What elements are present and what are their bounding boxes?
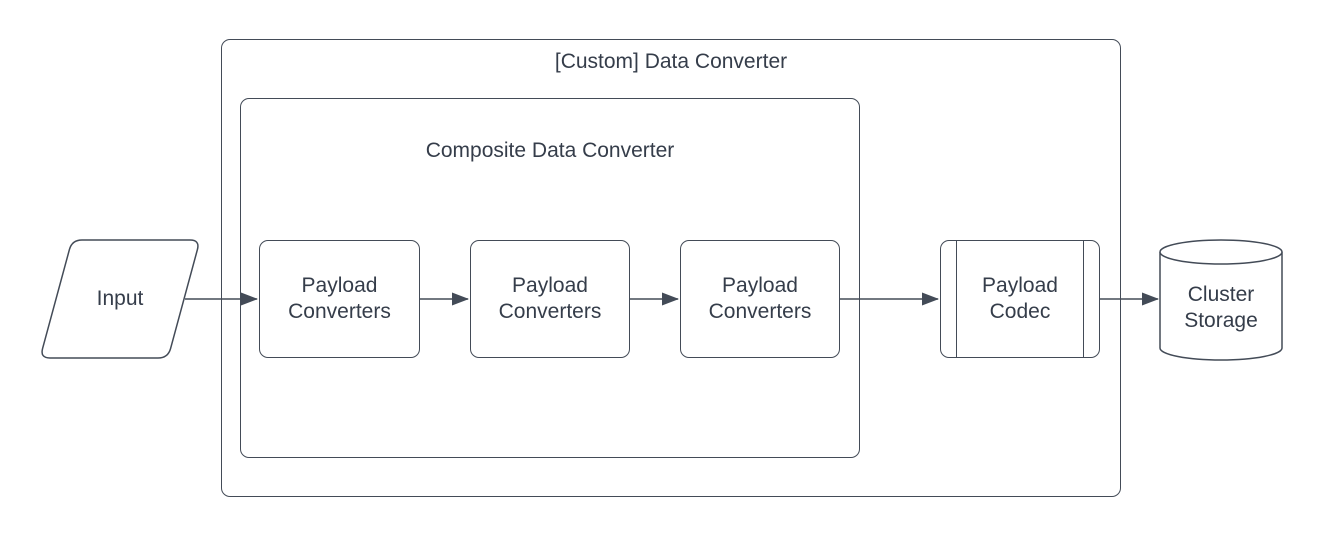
node-payload-codec: Payload Codec bbox=[940, 240, 1100, 358]
container-composite-data-converter-title: Composite Data Converter bbox=[425, 139, 675, 162]
container-custom-data-converter bbox=[221, 39, 1121, 497]
input-parallelogram-shape bbox=[41, 239, 199, 359]
node-payload-converters-1-label: Payload Converters bbox=[288, 274, 391, 323]
node-payload-converters-2: Payload Converters bbox=[470, 240, 630, 358]
cluster-storage-cylinder-body bbox=[1159, 252, 1283, 361]
node-payload-converters-3: Payload Converters bbox=[680, 240, 840, 358]
node-payload-codec-label: Payload Codec bbox=[982, 274, 1058, 323]
node-payload-converters-2-label: Payload Converters bbox=[498, 274, 602, 323]
node-payload-converters-3-label: Payload Converters bbox=[708, 274, 812, 323]
container-composite-data-converter bbox=[240, 98, 860, 458]
node-input-label: Input bbox=[96, 287, 144, 310]
codec-left-bar bbox=[956, 241, 957, 357]
codec-right-bar bbox=[1083, 241, 1084, 357]
cluster-storage-cylinder-top bbox=[1159, 239, 1283, 265]
node-cluster-storage-label: Cluster Storage bbox=[1184, 283, 1258, 332]
container-custom-data-converter-title: [Custom] Data Converter bbox=[554, 50, 788, 73]
node-payload-converters-1: Payload Converters bbox=[259, 240, 420, 358]
